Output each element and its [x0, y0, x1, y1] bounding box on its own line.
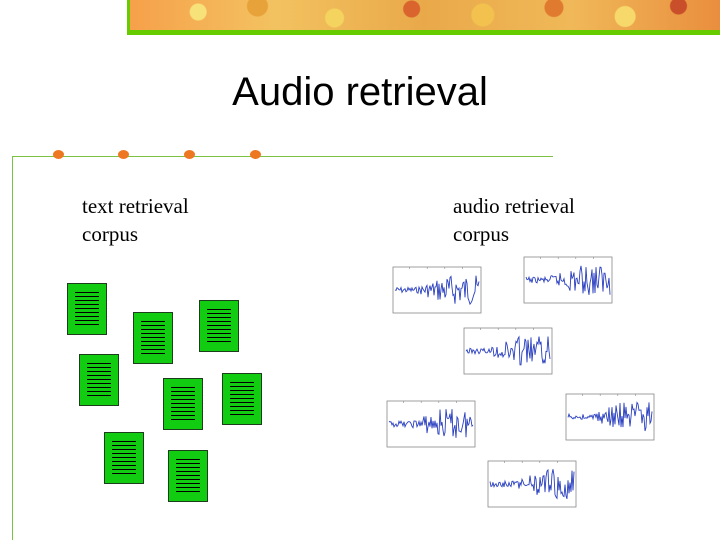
text-document-icon: [79, 354, 119, 406]
decorative-banner: [127, 0, 720, 30]
bullet-dot: [53, 150, 64, 159]
audio-waveform-icon: [463, 327, 553, 375]
text-document-icon: [163, 378, 203, 430]
vertical-rule: [12, 156, 13, 540]
banner-left-edge: [127, 0, 130, 35]
banner-underline: [127, 30, 720, 35]
audio-corpus-label: audio retrieval corpus: [453, 192, 575, 248]
audio-waveform-icon: [487, 460, 577, 508]
audio-waveform-icon: [386, 400, 476, 448]
text-document-icon: [104, 432, 144, 484]
text-corpus-label: text retrieval corpus: [82, 192, 189, 248]
bullet-dot: [250, 150, 261, 159]
audio-waveform-icon: [392, 266, 482, 314]
text-document-icon: [168, 450, 208, 502]
text-document-icon: [67, 283, 107, 335]
audio-waveform-icon: [565, 393, 655, 441]
text-document-icon: [133, 312, 173, 364]
horizontal-rule: [12, 156, 553, 157]
audio-waveform-icon: [523, 256, 613, 304]
bullet-dot: [184, 150, 195, 159]
text-document-icon: [199, 300, 239, 352]
text-document-icon: [222, 373, 262, 425]
slide-title: Audio retrieval: [0, 70, 720, 115]
bullet-dot: [118, 150, 129, 159]
